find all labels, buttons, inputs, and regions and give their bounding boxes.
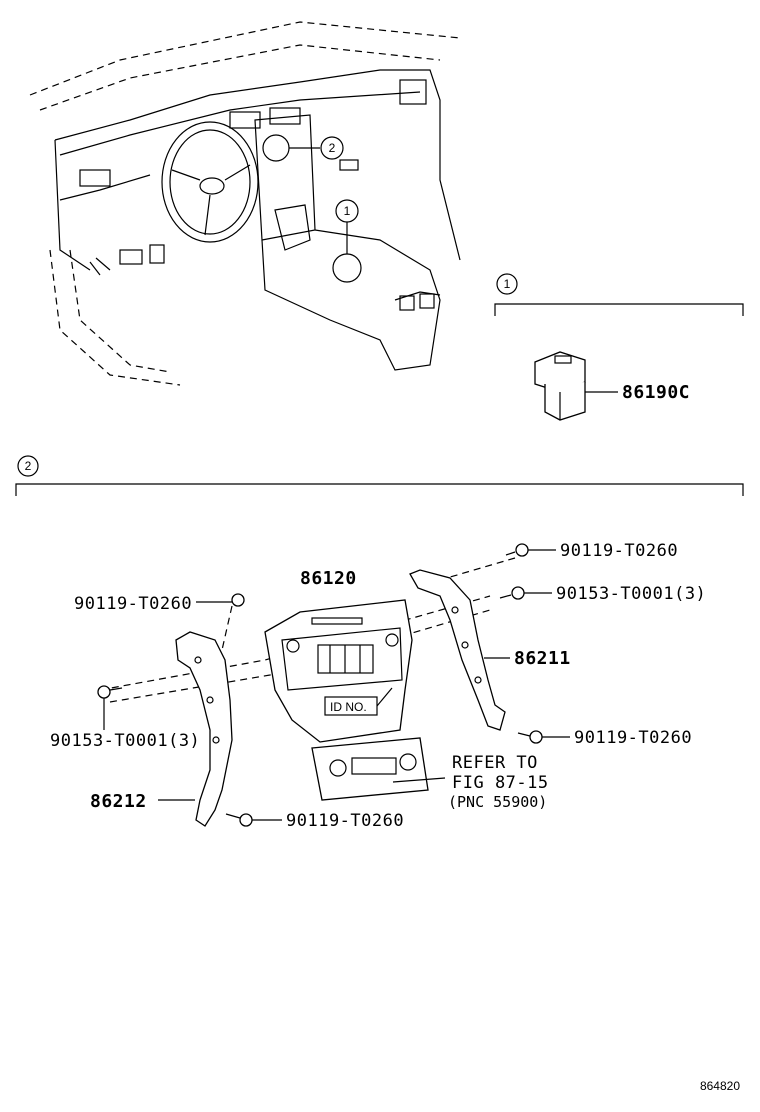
part-number-bolt-left[interactable]: 90153-T0001(3) bbox=[50, 731, 200, 751]
callout-two-text: 2 bbox=[329, 141, 336, 155]
section-one-number: 1 bbox=[504, 277, 511, 291]
section-two-header: 2 bbox=[15, 455, 744, 496]
figure-code: 864820 bbox=[700, 1079, 740, 1093]
part-number-bolt-top-right[interactable]: 90153-T0001(3) bbox=[556, 584, 706, 604]
fastener-screw-right-low bbox=[517, 730, 570, 744]
part-number-screw-top-right[interactable]: 90119-T0260 bbox=[560, 541, 678, 561]
refer-to-line2: FIG 87-15 bbox=[452, 773, 549, 793]
id-no-label: ID NO. bbox=[330, 700, 367, 714]
refer-to-line3: (PNC 55900) bbox=[448, 793, 547, 811]
part-number-screw-right-low[interactable]: 90119-T0260 bbox=[574, 728, 692, 748]
switch-part-illustration bbox=[534, 351, 618, 421]
locator-circle-audio bbox=[262, 134, 290, 162]
callout-one-text: 1 bbox=[344, 204, 351, 218]
fastener-screw-top-right bbox=[505, 543, 556, 557]
fastener-screw-top-left bbox=[196, 593, 245, 607]
fastener-screw-bottom bbox=[225, 813, 282, 827]
section-two-number: 2 bbox=[25, 459, 32, 473]
refer-to-line1: REFER TO bbox=[452, 753, 538, 773]
part-number-audio-panel[interactable]: 86120 bbox=[300, 568, 357, 589]
audio-panel-illustration: ID NO. bbox=[99, 557, 516, 801]
fastener-bolt-top-right bbox=[499, 586, 552, 600]
locator-circle-switch bbox=[332, 253, 362, 283]
right-bracket-illustration bbox=[409, 569, 510, 731]
part-number-switch[interactable]: 86190C bbox=[622, 382, 690, 403]
callout-bubble-two bbox=[320, 136, 344, 160]
section-one-header: 1 bbox=[494, 273, 744, 316]
dashboard-overview-illustration: 2 1 bbox=[29, 21, 461, 386]
part-number-screw-bottom[interactable]: 90119-T0260 bbox=[286, 811, 404, 831]
callout-bubble-one bbox=[335, 199, 359, 223]
part-number-bracket-right[interactable]: 86211 bbox=[514, 648, 571, 669]
part-number-screw-top-left[interactable]: 90119-T0260 bbox=[74, 594, 192, 614]
left-bracket-illustration bbox=[158, 631, 233, 827]
part-number-bracket-left[interactable]: 86212 bbox=[90, 791, 147, 812]
fastener-bolt-left bbox=[97, 685, 123, 730]
